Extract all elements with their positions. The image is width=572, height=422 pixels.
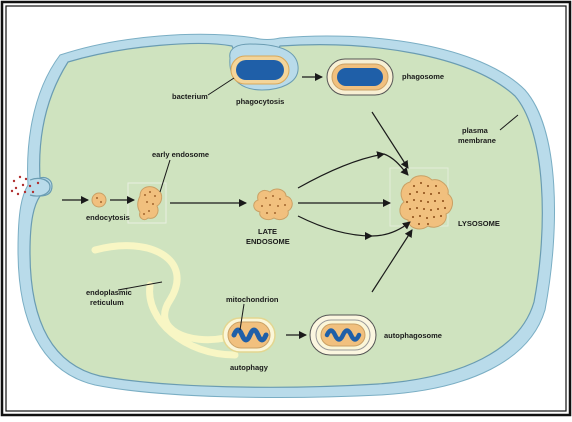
bacterium-icon [230, 55, 290, 85]
label-plasma-membrane-2: membrane [458, 136, 496, 145]
label-late-endosome-2: ENDOSOME [246, 237, 290, 246]
late-endosome [253, 188, 293, 221]
arrow-icon [62, 73, 413, 339]
label-mitochondrion: mitochondrion [226, 295, 279, 304]
label-bacterium: bacterium [172, 92, 208, 101]
label-endoplasmic-reticulum-2: reticulum [90, 298, 124, 307]
leader-lines [117, 77, 519, 331]
external-particles [10, 175, 40, 196]
phagosome [326, 58, 394, 96]
endocytosis-pit [29, 177, 51, 197]
label-early-endosome: early endosome [152, 150, 209, 159]
autophagosome [309, 314, 377, 356]
label-endocytosis: endocytosis [86, 213, 130, 222]
label-lysosome: LYSOSOME [458, 219, 500, 228]
label-late-endosome-1: LATE [258, 227, 277, 236]
lysosome-icon [389, 167, 453, 230]
endosome-icon [91, 186, 163, 221]
label-autophagosome: autophagosome [384, 331, 442, 340]
mitochondrion-icon [222, 317, 276, 353]
label-plasma-membrane-1: plasma [462, 126, 489, 135]
label-phagosome: phagosome [402, 72, 444, 81]
inner-border [5, 5, 567, 412]
label-autophagy: autophagy [230, 363, 269, 372]
label-endoplasmic-reticulum-1: endoplasmic [86, 288, 132, 297]
label-phagocytosis: phagocytosis [236, 97, 284, 106]
endoplasmic-reticulum [91, 242, 239, 359]
